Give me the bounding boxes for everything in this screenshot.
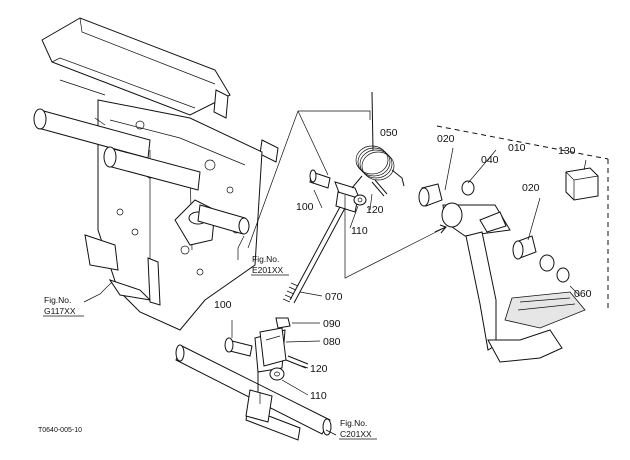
circlip-2 xyxy=(556,267,570,283)
label-090: 090 xyxy=(323,318,341,330)
label-020-top: 020 xyxy=(437,133,455,145)
figref-e201-code: E201XX xyxy=(252,265,284,275)
label-110-lower: 110 xyxy=(310,390,327,402)
figure-references: Fig.No. E201XX Fig.No. G117XX Fig.No. C2… xyxy=(43,254,377,440)
label-070: 070 xyxy=(325,291,343,303)
label-080: 080 xyxy=(323,336,341,348)
label-120-upper: 120 xyxy=(366,204,384,216)
nut-040 xyxy=(461,180,475,196)
label-110-upper: 110 xyxy=(351,225,368,237)
bushing-020-right xyxy=(512,235,537,260)
label-020-right: 020 xyxy=(522,182,540,194)
spring-050 xyxy=(351,91,405,189)
label-100-upper: 100 xyxy=(296,201,314,213)
label-040: 040 xyxy=(481,154,499,166)
circlip-1 xyxy=(539,254,555,272)
nut-090 xyxy=(275,317,291,329)
drawing-code: T0640-005-10 xyxy=(38,427,82,434)
figref-g117-title: Fig.No. xyxy=(44,295,71,305)
label-120-lower: 120 xyxy=(310,363,328,375)
pin-100-upper xyxy=(309,169,331,189)
figref-c201-title: Fig.No. xyxy=(340,418,367,428)
lower-shaft-assembly xyxy=(175,329,332,441)
label-100-lower: 100 xyxy=(214,299,232,311)
clevis-080 xyxy=(259,327,287,367)
pedal-010 xyxy=(441,202,586,363)
label-050: 050 xyxy=(380,127,398,139)
bushing-020-left xyxy=(418,183,443,207)
label-130: 130 xyxy=(558,145,576,157)
figref-e201-title: Fig.No. xyxy=(252,254,279,264)
washer-110-lower xyxy=(269,367,285,381)
rod-070 xyxy=(282,181,361,304)
pad-130 xyxy=(565,167,599,201)
split-pin-120-lower xyxy=(285,355,309,369)
leader-lines xyxy=(83,110,609,436)
frame-assembly xyxy=(33,17,279,331)
figref-c201-code: C201XX xyxy=(340,429,372,439)
pin-100-lower xyxy=(224,337,253,357)
washer-110-upper xyxy=(353,194,367,206)
label-010: 010 xyxy=(508,142,526,154)
part-labels: 050 020 010 040 130 020 100 120 110 070 … xyxy=(214,127,592,402)
split-pin-120-upper xyxy=(371,179,388,197)
figref-g117-code: G117XX xyxy=(44,306,76,316)
label-060: 060 xyxy=(574,288,592,300)
